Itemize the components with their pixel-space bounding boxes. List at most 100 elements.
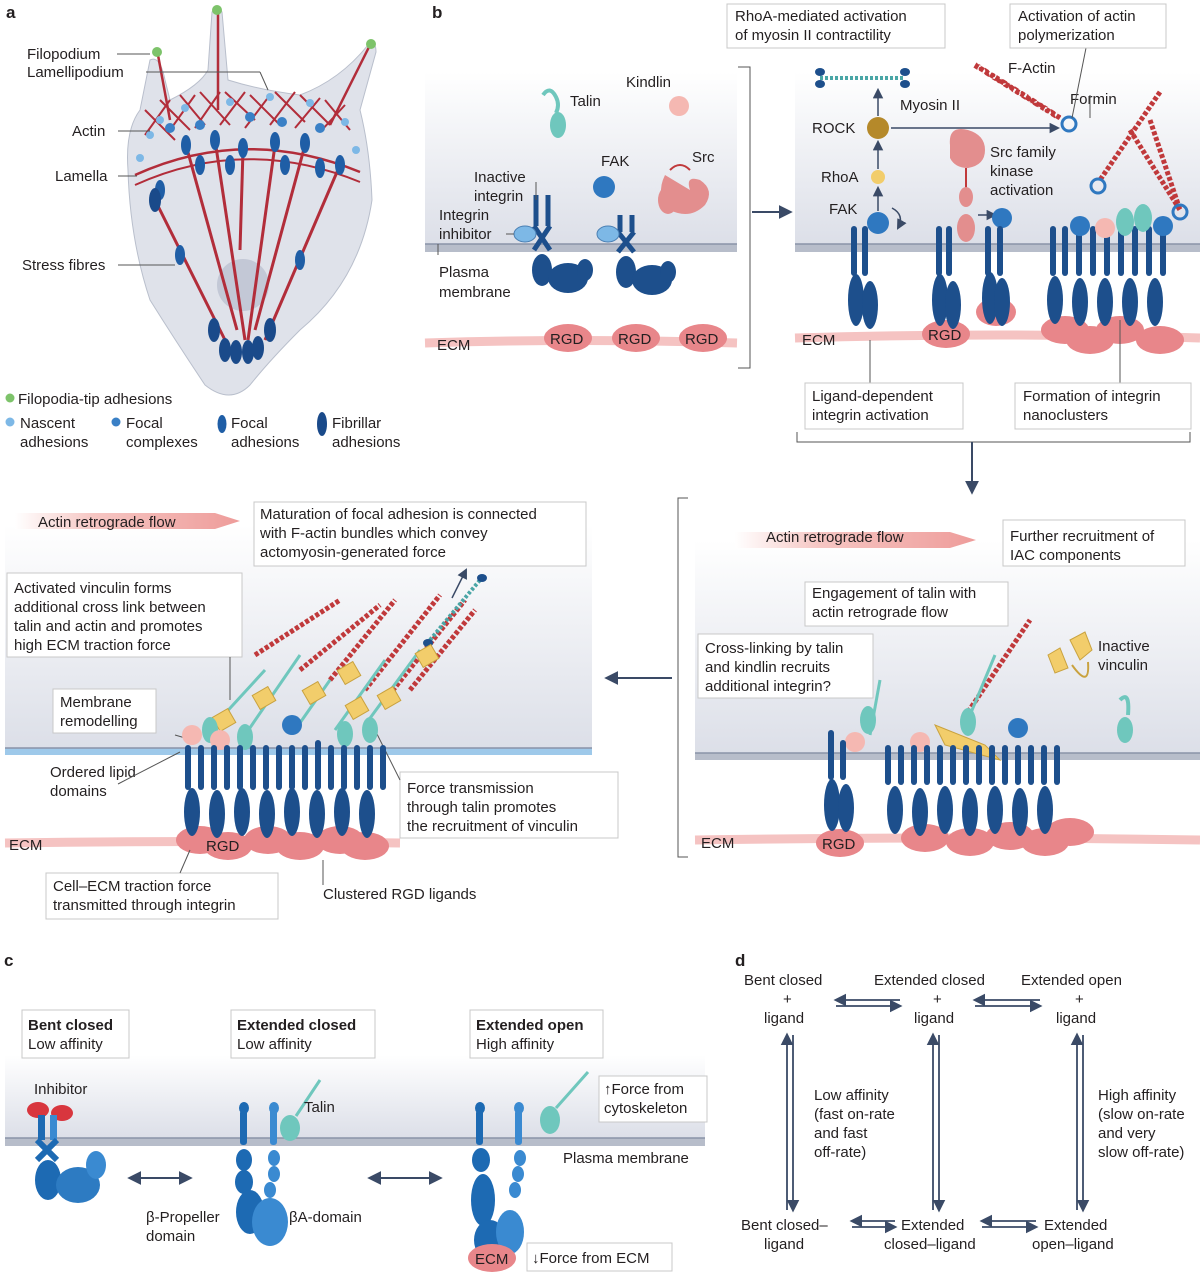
- legend-focal-adhesions-1: Focal: [231, 415, 268, 432]
- panel-b-engagement: ECM RGD Actin retrograde flow Further re…: [677, 497, 1200, 858]
- state-ext-closed-ligand-1: Extended: [901, 1217, 964, 1234]
- talin-head: [550, 112, 566, 138]
- low-affinity-2: (fast on-rate: [814, 1106, 895, 1123]
- integrin-cluster: [184, 740, 386, 838]
- autophos-arrow: [891, 207, 907, 230]
- panel-d-letter: d: [735, 951, 745, 970]
- vinculin-tail: [1071, 661, 1090, 678]
- nanocluster-box: [1014, 382, 1192, 430]
- ecm-ligand: [468, 1244, 516, 1272]
- rhoa-molecule: [871, 170, 885, 184]
- low-affinity-1: Low affinity: [814, 1087, 889, 1104]
- panel-a-letter: a: [6, 3, 16, 22]
- cross-line1: Cross-linking by talin: [705, 640, 843, 657]
- force-cyto-1: ↑Force from: [604, 1081, 684, 1098]
- f-actin: [1127, 128, 1183, 212]
- beta-propeller-2: domain: [146, 1228, 195, 1245]
- maturation-line3: actomyosin-generated force: [260, 544, 446, 561]
- engage-line1: Engagement of talin with: [812, 585, 976, 602]
- src-sh3: [957, 214, 975, 242]
- inactive-vinculin-2: vinculin: [1098, 657, 1148, 674]
- panel-b-left-leaders: [437, 182, 537, 255]
- state-extended-open: Extended open: [1021, 972, 1122, 989]
- actin-polymerization-box: [1009, 3, 1167, 49]
- traction-line2: transmitted through integrin: [53, 897, 236, 914]
- rhoa-box-line2: of myosin II contractility: [735, 27, 891, 44]
- state-bent-closed: Bent closed: [744, 972, 822, 989]
- label-inactive-integrin-2: integrin: [474, 188, 523, 205]
- legend-fibrillar-2: adhesions: [332, 434, 400, 451]
- actin-box-line1: Activation of actin: [1018, 8, 1136, 25]
- ligand-box-line1: Ligand-dependent: [812, 388, 934, 405]
- label-rock: ROCK: [812, 120, 855, 137]
- force-line1: Force transmission: [407, 780, 534, 797]
- rgd-label: RGD: [822, 836, 856, 853]
- label-fak: FAK: [601, 153, 629, 170]
- force-ecm: ↓Force from ECM: [532, 1250, 650, 1267]
- extended-open-box: [469, 1009, 604, 1059]
- talin-molecule: [541, 88, 560, 114]
- panel-a-leaders: [117, 53, 269, 266]
- ligand-word: ligand: [764, 1010, 804, 1027]
- talin-label: Talin: [304, 1099, 335, 1116]
- low-affinity-3: and fast: [814, 1125, 868, 1142]
- ext-open-title: Extended open: [476, 1017, 584, 1034]
- inactive-integrin: [513, 195, 593, 293]
- talin-rod: [968, 654, 997, 716]
- fak-molecule: [282, 715, 302, 735]
- filopodia-actin: [156, 12, 372, 126]
- traction-box: [45, 872, 279, 920]
- ligand-box-line2: integrin activation: [812, 407, 929, 424]
- integrin-cluster: [824, 730, 1060, 836]
- panel-d: d Bent closed + ligand Extended closed +…: [735, 951, 1185, 1253]
- ecm-label: ECM: [9, 837, 42, 854]
- actin-box-line2: polymerization: [1018, 27, 1115, 44]
- state-bent-closed-ligand-1: Bent closed–: [741, 1217, 828, 1234]
- inactive-vinculin-1: Inactive: [1098, 638, 1150, 655]
- talin-head: [960, 708, 976, 736]
- cross-line2: and kindlin recruits: [705, 659, 830, 676]
- legend-focal-complexes-1: Focal: [126, 415, 163, 432]
- label-src-family-2: kinase: [990, 163, 1033, 180]
- legend-nascent-2: adhesions: [20, 434, 88, 451]
- label-lamellipodium: Lamellipodium: [27, 64, 124, 81]
- rgd-ligand: [679, 324, 727, 352]
- talin-head: [860, 706, 876, 734]
- nano-box-line2: nanoclusters: [1023, 407, 1108, 424]
- plus-sign: +: [783, 991, 792, 1008]
- bracket: [677, 497, 688, 858]
- cell-body: [127, 8, 377, 396]
- extended-open-integrin: [468, 1071, 590, 1272]
- legend-focal-complexes-2: complexes: [126, 434, 198, 451]
- fak-molecule: [992, 208, 1012, 228]
- cytoplasm: [5, 1055, 705, 1138]
- inactive-vinculin: [1047, 647, 1069, 674]
- focal-adhesions: [155, 130, 345, 270]
- state-ext-closed-ligand-2: closed–ligand: [884, 1236, 976, 1253]
- kindlin-molecule: [845, 732, 865, 752]
- kindlin-molecule: [1095, 218, 1115, 238]
- ordered-line1: Ordered lipid: [50, 764, 136, 781]
- nascent-adhesions: [136, 93, 360, 162]
- myosin-ii: [815, 68, 910, 88]
- legend-nascent-1: Nascent: [20, 415, 76, 432]
- label-inactive-integrin-1: Inactive: [474, 169, 526, 186]
- force-line2: through talin promotes: [407, 799, 556, 816]
- rhoa-activation-box: [726, 3, 946, 49]
- talin-head: [1117, 717, 1133, 743]
- panel-b-letter: b: [432, 3, 442, 22]
- label-integrin-inhibitor-2: inhibitor: [439, 226, 492, 243]
- high-affinity-2: (slow on-rate: [1098, 1106, 1185, 1123]
- fak-molecule: [593, 176, 615, 198]
- formin: [1089, 177, 1107, 195]
- force-arrow: [451, 568, 467, 599]
- nano-box-line1: Formation of integrin: [1023, 388, 1161, 405]
- talin-head: [1134, 204, 1152, 232]
- plus-sign: +: [1075, 991, 1084, 1008]
- lamella-arc: [134, 158, 361, 186]
- engage-line2: actin retrograde flow: [812, 604, 948, 621]
- formin: [1171, 203, 1189, 221]
- panel-b-active: ECM RGD Myosin II ROCK RhoA FAK: [726, 3, 1200, 443]
- panel-b: b RGD RGD RGD ECM Talin Kindlin FAK: [4, 3, 1200, 920]
